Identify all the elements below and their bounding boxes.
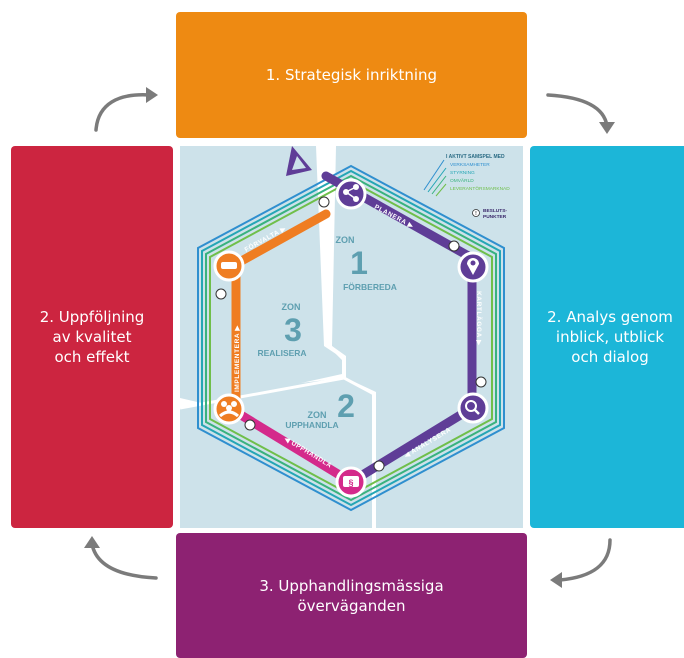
zone3-name: REALISERA [257, 348, 306, 358]
zone1-number: 1 [350, 245, 368, 281]
zone1-label: ZON [336, 235, 355, 245]
legend-item-leverantorsmarknad: LEVERANTÖRSMARKNAD [450, 185, 510, 192]
uppfoljning-label: 2. Uppföljning av kvalitet och effekt [39, 308, 145, 366]
zone2-name: UPPHANDLA [285, 420, 338, 430]
analys-label: 2. Analys genom inblick, utblick och dia… [547, 308, 673, 366]
decision-legend-marker: ! [475, 211, 477, 217]
arrow-bottom-right [558, 538, 612, 582]
arrow-top-right [546, 93, 609, 128]
zone3-label: ZON [282, 302, 301, 312]
legend-item-verksamheter: VERKSAMHETER [450, 162, 490, 168]
zone2-label: ZON [308, 410, 327, 420]
magnifier-icon [457, 392, 489, 424]
zone3-number: 3 [284, 312, 302, 348]
legend-title: I AKTIVT SAMSPEL MED [446, 154, 505, 160]
legend: I AKTIVT SAMSPEL MED VERKSAMHETER STYRNI… [423, 154, 510, 220]
upphandlingsmassiga-box: 3. Upphandlingsmässiga överväganden [176, 533, 527, 658]
zone2-number: 2 [337, 388, 355, 424]
arrow-top-left [94, 93, 152, 132]
strategisk-inriktning-label: 1. Strategisk inriktning [265, 66, 438, 84]
share-icon [335, 178, 367, 210]
legend-item-styrning: STYRNING [450, 170, 475, 176]
zone1-name: FÖRBEREDA [343, 282, 397, 292]
decision-legend-icon [472, 209, 480, 217]
svg-text:§: § [348, 478, 353, 488]
arrow-bottom-left [90, 542, 158, 580]
step-kartlagga: KARTLÄGGA ▶ [475, 291, 483, 346]
legend-item-omvarld: OMVÄRLD [450, 177, 474, 184]
step-nodes: § [213, 178, 489, 498]
strategisk-inriktning-box: 1. Strategisk inriktning [176, 12, 527, 138]
step-implementera: IMPLEMENTERA ▶ [234, 325, 241, 392]
decision-markers [215, 196, 487, 472]
legend-decision-line2: PUNKTER [483, 214, 507, 220]
process-hexagon-diagram: § PLANERA ▶ KARTLÄGGA ▶ ◀ ANALYSERA ◀ UP… [179, 146, 523, 528]
analys-box: 2. Analys genom inblick, utblick och dia… [530, 146, 684, 528]
uppfoljning-box: 2. Uppföljning av kvalitet och effekt [11, 146, 173, 528]
upphandlingsmassiga-label: 3. Upphandlingsmässiga överväganden [259, 576, 444, 615]
legend-decision-line1: BESLUTS- [483, 208, 507, 214]
